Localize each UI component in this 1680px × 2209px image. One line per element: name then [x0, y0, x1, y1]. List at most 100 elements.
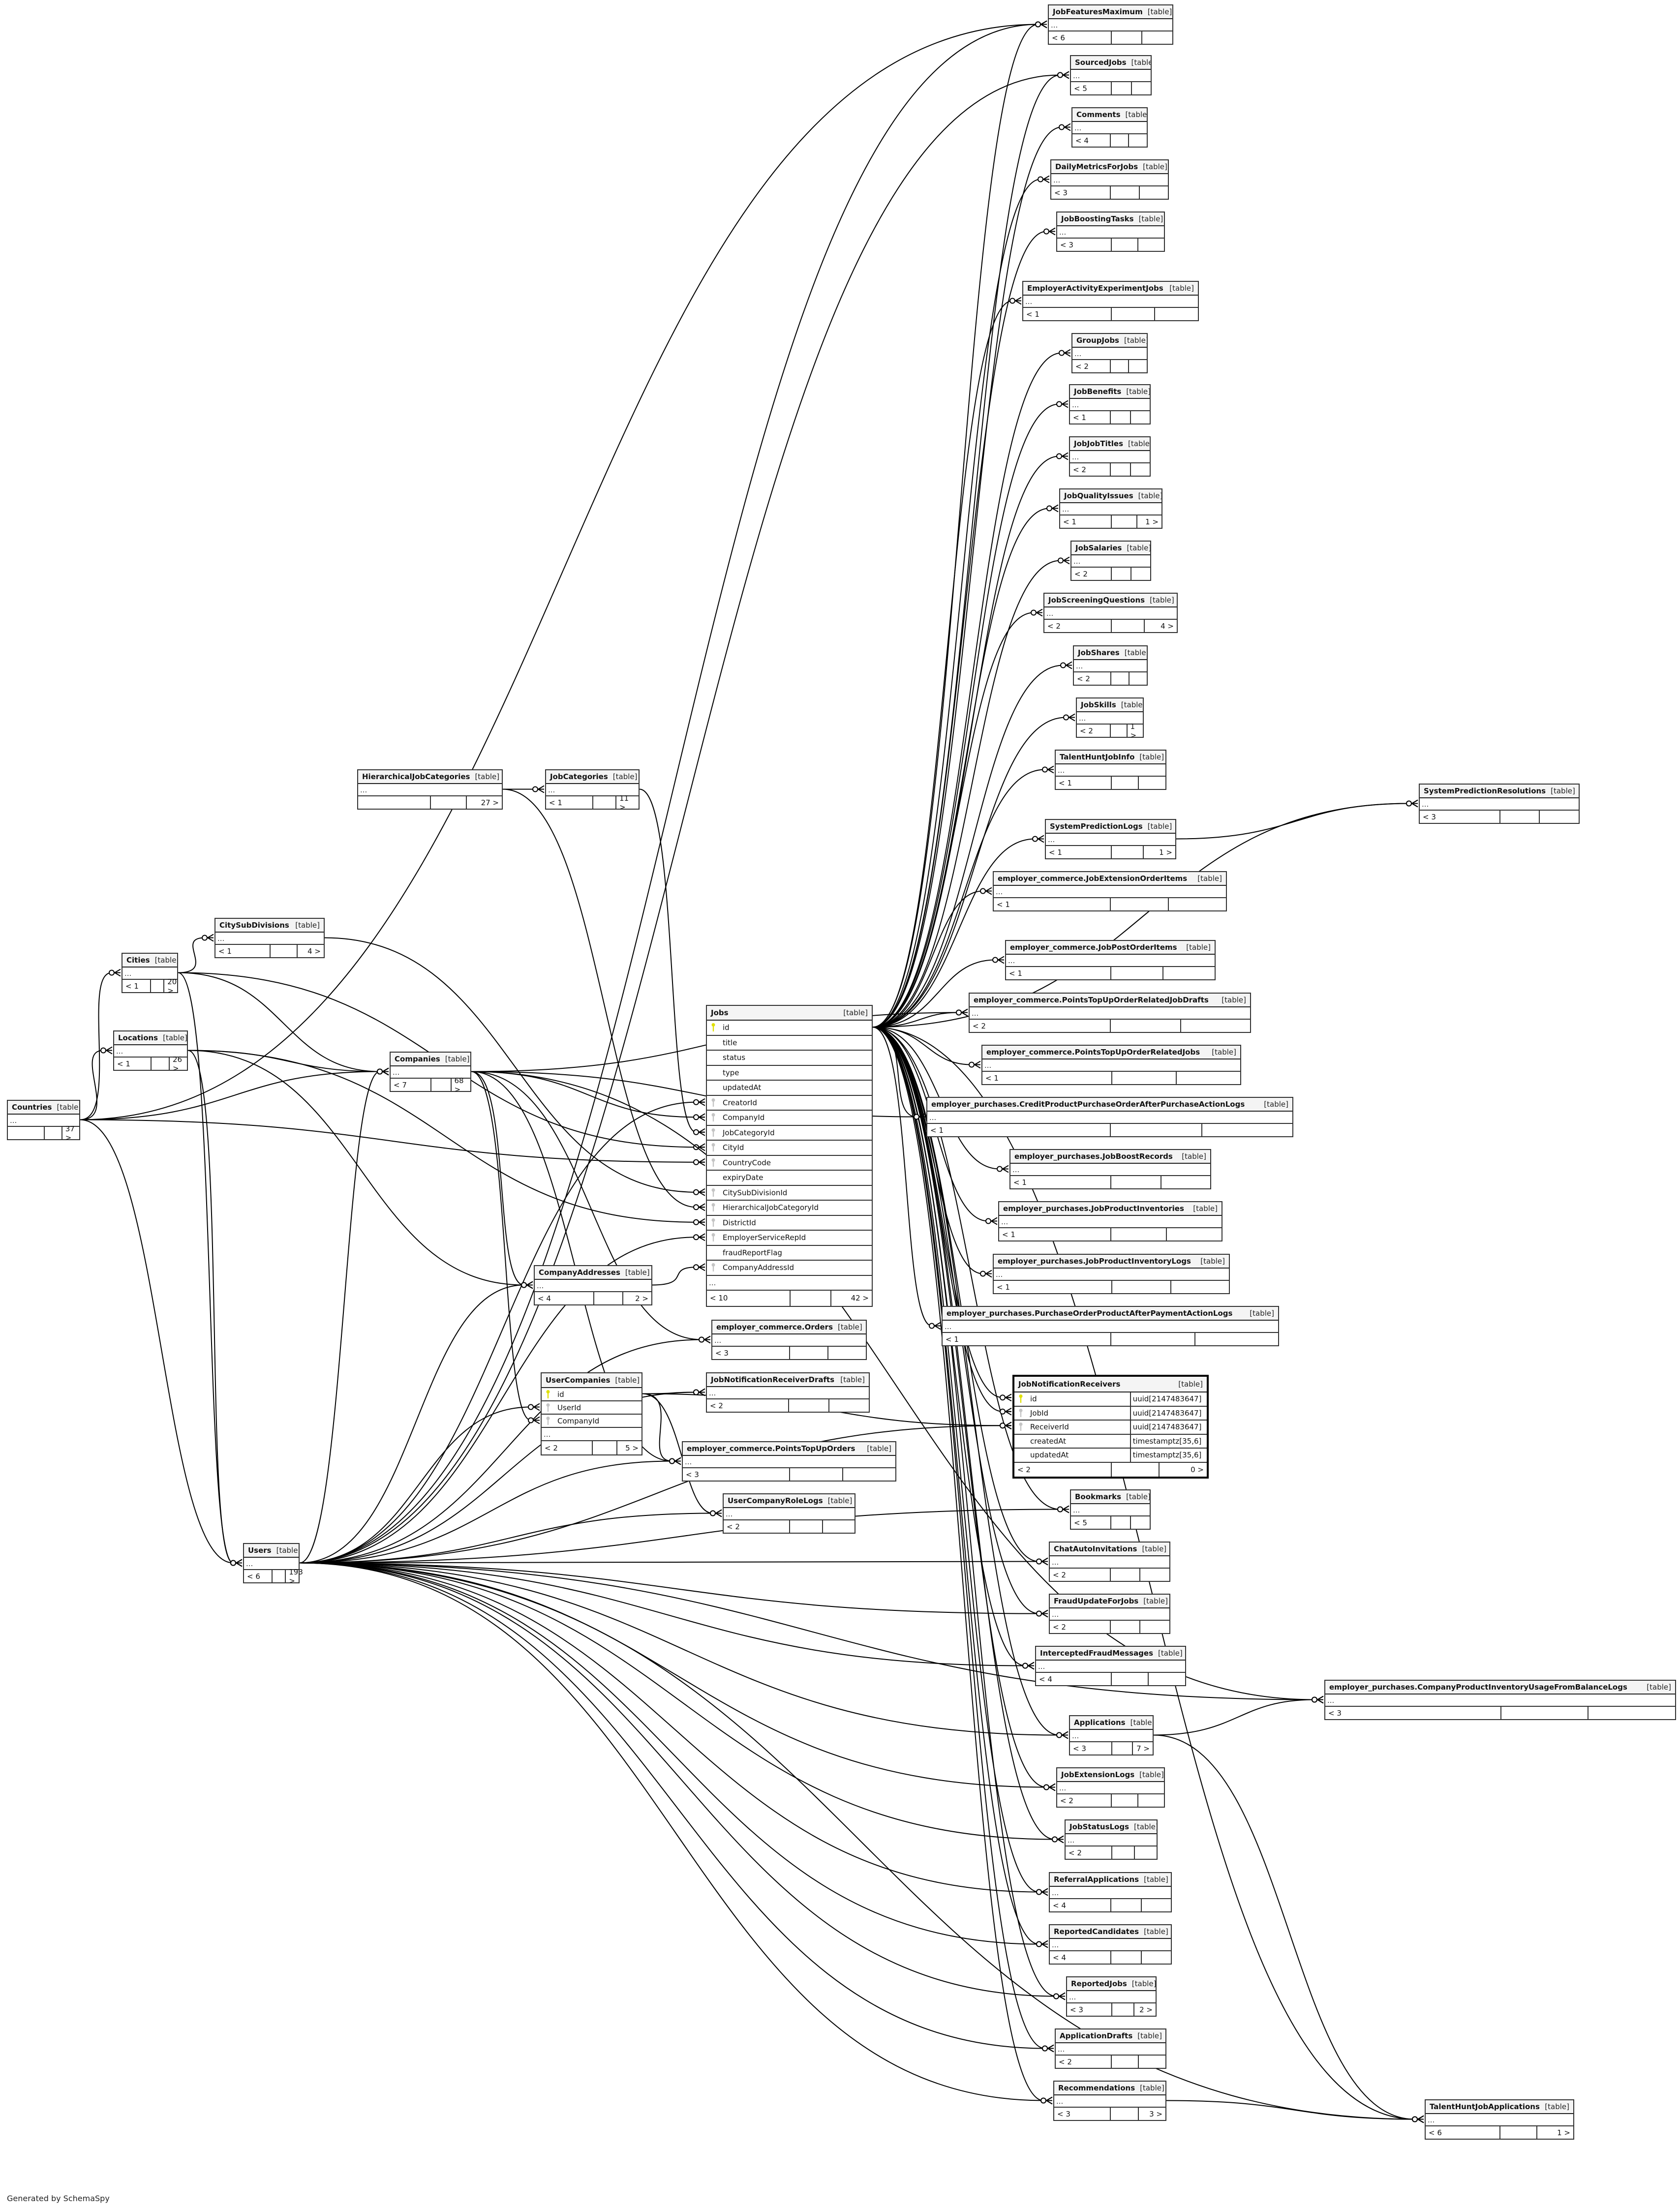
table-header[interactable]: ReportedCandidates [table] [1050, 1925, 1171, 1939]
table-name[interactable]: EmployerActivityExperimentJobs [1027, 284, 1163, 293]
parent-count-link[interactable]: < 2 [1073, 465, 1086, 474]
parent-count-link[interactable]: < 2 [710, 1401, 723, 1410]
table-header[interactable]: UserCompanies [table] [542, 1373, 641, 1388]
parent-count-link[interactable] [358, 796, 430, 809]
table-referral-applications[interactable]: ReferralApplications [table]... < 4 [1049, 1872, 1172, 1912]
table-name[interactable]: Applications [1074, 1718, 1126, 1727]
table-employer-purchases-credit-product-purchase-order-after-purchase-action-logs[interactable]: employer_purchases.CreditProductPurchase… [926, 1097, 1293, 1137]
parent-count-link[interactable]: < 1 [1049, 847, 1062, 857]
table-name[interactable]: ReferralApplications [1054, 1875, 1139, 1884]
table-name[interactable]: JobNotificationReceiverDrafts [711, 1375, 835, 1384]
table-countries[interactable]: Countries [table]... 37 > [7, 1100, 80, 1142]
child-count-link[interactable] [1139, 1569, 1169, 1581]
table-job-screening-questions[interactable]: JobScreeningQuestions [table]... < 2 4 > [1043, 593, 1178, 633]
table-job-categories[interactable]: JobCategories [table]... < 1 11 > [545, 769, 640, 812]
table-header[interactable]: ApplicationDrafts [table] [1056, 2029, 1165, 2043]
parent-count-link[interactable]: < 1 [125, 981, 139, 991]
child-count-link[interactable]: 11 > [615, 794, 639, 812]
table-header[interactable]: GroupJobs [table] [1072, 334, 1147, 348]
table-bookmarks[interactable]: Bookmarks [table]... < 5 [1070, 1489, 1151, 1530]
child-count-link[interactable] [1137, 239, 1164, 251]
parent-count-link[interactable]: < 1 [117, 1059, 130, 1068]
child-count-link[interactable] [1539, 811, 1579, 823]
table-name[interactable]: SourcedJobs [1075, 58, 1127, 67]
table-talent-hunt-job-applications[interactable]: TalentHuntJobApplications [table]... < 6… [1425, 2099, 1574, 2140]
child-count-link[interactable]: 26 > [169, 1055, 187, 1073]
child-count-link[interactable]: 4 > [1143, 620, 1177, 632]
table-header[interactable]: JobFeaturesMaximum [table] [1049, 5, 1172, 19]
table-name[interactable]: employer_commerce.Orders [716, 1323, 833, 1331]
child-count-link[interactable] [1130, 1516, 1150, 1529]
table-name[interactable]: CompanyAddresses [539, 1268, 620, 1277]
child-count-link[interactable]: 3 > [1137, 2108, 1166, 2120]
parent-count-link[interactable]: < 4 [1039, 1674, 1052, 1684]
child-count-link[interactable] [1139, 1621, 1169, 1633]
table-name[interactable]: employer_purchases.JobProductInventoryLo… [998, 1257, 1191, 1266]
table-name[interactable]: GroupJobs [1076, 336, 1119, 345]
table-employer-purchases-purchase-order-product-after-payment-action-logs[interactable]: employer_purchases.PurchaseOrderProductA… [942, 1306, 1279, 1346]
table-name[interactable]: employer_purchases.JobProductInventories [1003, 1204, 1184, 1213]
parent-count-link[interactable]: < 3 [1073, 1744, 1086, 1753]
table-applications[interactable]: Applications [table]... < 3 7 > [1069, 1715, 1154, 1755]
table-job-benefits[interactable]: JobBenefits [table]... < 1 [1069, 384, 1151, 424]
table-name[interactable]: JobNotificationReceivers [1018, 1380, 1121, 1389]
table-header[interactable]: employer_commerce.PointsTopUpOrderRelate… [970, 994, 1250, 1007]
table-name[interactable]: JobStatusLogs [1069, 1822, 1130, 1831]
child-count-link[interactable] [1176, 1072, 1240, 1084]
parent-count-link[interactable]: < 2 [1053, 1570, 1066, 1579]
table-header[interactable]: employer_commerce.PointsTopUpOrderRelate… [982, 1046, 1240, 1059]
table-users[interactable]: Users [table]... < 6 193 > [243, 1543, 303, 1585]
table-job-shares[interactable]: JobShares [table]... < 2 [1073, 645, 1148, 686]
child-count-link[interactable] [827, 1347, 866, 1359]
parent-count-link[interactable]: < 1 [1013, 1178, 1027, 1187]
table-employer-purchases-company-product-inventory-usage-from-balance-logs[interactable]: employer_purchases.CompanyProductInvento… [1324, 1680, 1676, 1720]
child-count-link[interactable]: 20 > [163, 977, 180, 995]
table-job-notification-receivers[interactable]: JobNotificationReceivers [table] id uuid… [1012, 1375, 1209, 1479]
table-header[interactable]: Jobs [table] [707, 1006, 872, 1021]
table-name[interactable]: TalentHuntJobInfo [1060, 753, 1135, 761]
parent-count-link[interactable]: < 2 [1017, 1465, 1031, 1474]
table-header[interactable]: JobBoostingTasks [table] [1057, 212, 1164, 226]
table-locations[interactable]: Locations [table]... < 1 26 > [113, 1030, 188, 1073]
table-group-jobs[interactable]: GroupJobs [table]... < 2 [1071, 333, 1148, 373]
table-employer-activity-experiment-jobs[interactable]: EmployerActivityExperimentJobs [table]..… [1022, 281, 1199, 321]
table-name[interactable]: employer_purchases.CreditProductPurchase… [931, 1100, 1245, 1109]
child-count-link[interactable] [1168, 898, 1226, 910]
table-job-status-logs[interactable]: JobStatusLogs [table]... < 2 [1065, 1819, 1158, 1860]
child-count-link[interactable] [1128, 360, 1147, 372]
parent-count-link[interactable]: < 1 [1026, 309, 1039, 319]
child-count-link[interactable]: 1 > [1136, 515, 1162, 528]
table-user-company-role-logs[interactable]: UserCompanyRoleLogs [table]... < 2 [723, 1493, 855, 1534]
table-daily-metrics-for-jobs[interactable]: DailyMetricsForJobs [table]... < 3 [1050, 159, 1169, 200]
child-count-link[interactable] [1129, 672, 1147, 685]
table-application-drafts[interactable]: ApplicationDrafts [table]... < 2 [1055, 2028, 1166, 2069]
table-job-notification-receiver-drafts[interactable]: JobNotificationReceiverDrafts [table]...… [706, 1372, 870, 1413]
table-name[interactable]: ChatAutoInvitations [1054, 1544, 1137, 1553]
table-header[interactable]: JobQualityIssues [table] [1060, 489, 1161, 503]
table-header[interactable]: DailyMetricsForJobs [table] [1051, 160, 1168, 174]
table-job-job-titles[interactable]: JobJobTitles [table]... < 2 [1069, 436, 1151, 477]
table-header[interactable]: employer_purchases.JobBoostRecords [tabl… [1010, 1150, 1210, 1164]
parent-count-link[interactable] [8, 1127, 44, 1139]
table-employer-commerce-job-extension-order-items[interactable]: employer_commerce.JobExtensionOrderItems… [993, 871, 1227, 911]
table-job-features-maximum[interactable]: JobFeaturesMaximum [table]... < 6 [1048, 4, 1173, 45]
table-name[interactable]: FraudUpdateForJobs [1054, 1597, 1139, 1605]
child-count-link[interactable]: 7 > [1132, 1742, 1153, 1755]
parent-count-link[interactable]: < 2 [545, 1443, 558, 1452]
table-name[interactable]: JobSalaries [1075, 544, 1122, 552]
table-header[interactable]: FraudUpdateForJobs [table] [1050, 1595, 1169, 1608]
parent-count-link[interactable]: < 5 [1074, 1518, 1087, 1527]
child-count-link[interactable] [1194, 1333, 1279, 1345]
table-name[interactable]: JobBoostingTasks [1061, 214, 1134, 223]
table-header[interactable]: JobNotificationReceiverDrafts [table] [707, 1373, 869, 1387]
table-employer-commerce-points-top-up-order-related-jobs[interactable]: employer_commerce.PointsTopUpOrderRelate… [981, 1045, 1241, 1085]
table-header[interactable]: TalentHuntJobApplications [table] [1426, 2100, 1573, 2114]
table-header[interactable]: UserCompanyRoleLogs [table] [724, 1494, 855, 1508]
table-header[interactable]: employer_commerce.JobExtensionOrderItems… [994, 872, 1226, 886]
table-name[interactable]: HierarchicalJobCategories [362, 772, 470, 781]
table-system-prediction-logs[interactable]: SystemPredictionLogs [table]... < 1 1 > [1045, 819, 1176, 859]
parent-count-link[interactable]: < 3 [686, 1470, 699, 1479]
table-header[interactable]: JobSalaries [table] [1071, 542, 1150, 555]
table-header[interactable]: Users [table] [244, 1544, 299, 1558]
child-count-link[interactable] [1130, 82, 1151, 94]
